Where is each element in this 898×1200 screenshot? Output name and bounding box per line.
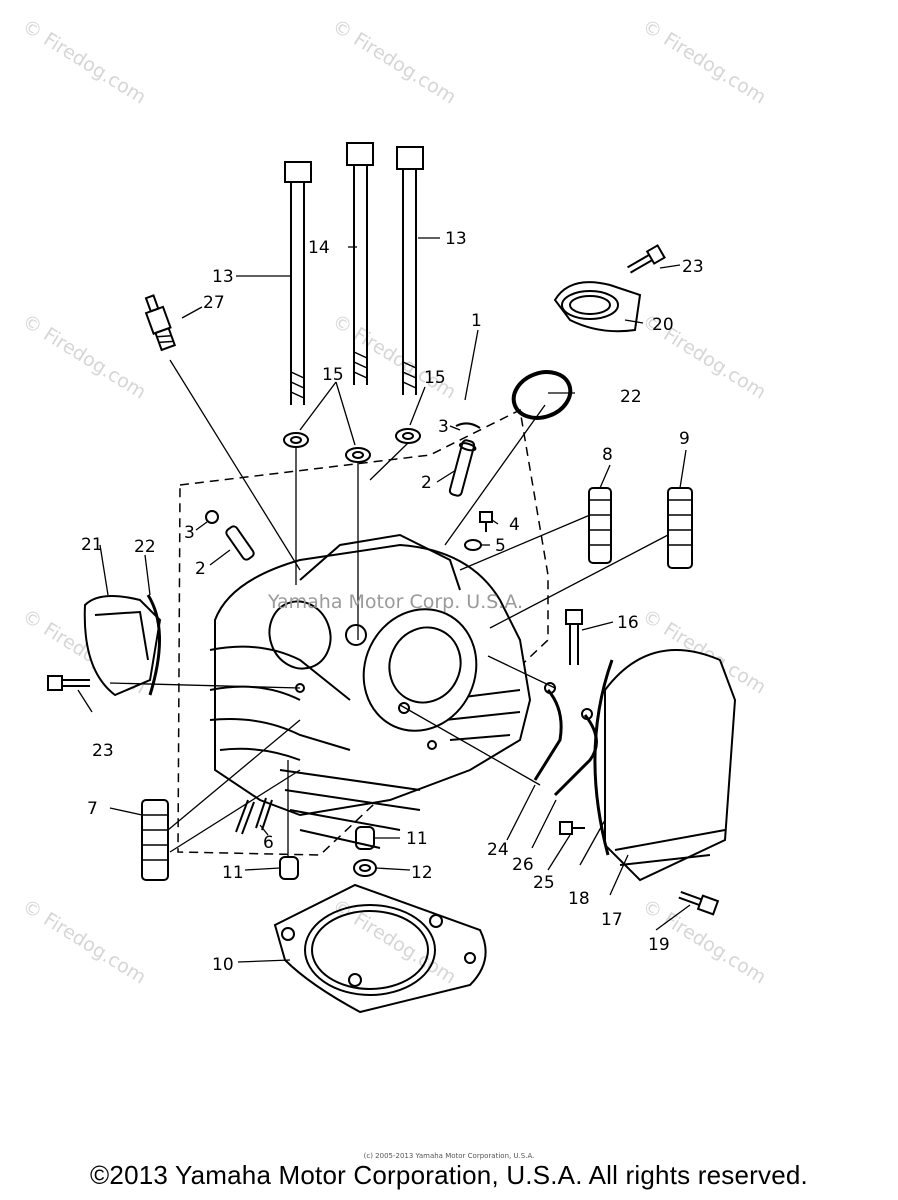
sleeve-9: [667, 487, 693, 569]
callout-15: 15: [424, 368, 446, 388]
callout-10: 10: [212, 955, 234, 975]
callout-25: 25: [533, 873, 555, 893]
callout-16: 16: [617, 613, 639, 633]
diagram-watermark: Yamaha Motor Corp. U.S.A.: [267, 591, 523, 613]
valve-guide-2-left: [225, 525, 255, 561]
head-bolt-13-left: [284, 161, 312, 405]
callout-27: 27: [203, 293, 225, 313]
head-bolt-13-right: [396, 146, 424, 395]
valve-guide-2-right: [448, 439, 477, 497]
o-ring-12: [353, 859, 377, 877]
callout-11: 11: [406, 829, 428, 849]
clip-3-right: [455, 422, 481, 429]
gasket-18: [593, 659, 614, 856]
callout-19: 19: [648, 935, 670, 955]
bolt-23-top: [627, 244, 666, 274]
washer-5: [464, 539, 482, 551]
intake-cover-20: [553, 281, 642, 333]
callout-22: 22: [620, 387, 642, 407]
callout-2: 2: [421, 473, 432, 493]
copyright-notice: ©2013 Yamaha Motor Corporation, U.S.A. A…: [90, 1160, 808, 1190]
callout-labels: 1 2 2 3 3 4 5 6 7 8 9 10 11 11 12 13 13 …: [81, 229, 704, 975]
callout-5: 5: [495, 536, 506, 556]
callout-18: 18: [568, 889, 590, 909]
studs-6: [235, 797, 273, 835]
bolt-19: [678, 890, 720, 916]
callout-21: 21: [81, 535, 103, 555]
bolt-23-left: [47, 675, 90, 691]
head-cover-17: [604, 649, 737, 882]
sleeve-8: [588, 487, 612, 564]
callout-9: 9: [679, 429, 690, 449]
washer-15-left: [283, 432, 309, 448]
bolt-16: [565, 609, 583, 665]
dowel-11-left: [279, 856, 299, 880]
callout-6: 6: [263, 833, 274, 853]
callout-23: 23: [682, 257, 704, 277]
callout-24: 24: [487, 840, 509, 860]
callout-8: 8: [602, 445, 613, 465]
o-ring-22-top: [511, 370, 573, 420]
callout-2: 2: [195, 559, 206, 579]
callout-4: 4: [509, 515, 520, 535]
callout-15: 15: [322, 365, 344, 385]
spark-plug-27: [144, 294, 177, 352]
callout-12: 12: [411, 863, 433, 883]
oil-pipe-24: [533, 689, 563, 781]
callout-1: 1: [471, 311, 482, 331]
washer-15-right: [395, 428, 421, 444]
bolt-4: [479, 511, 493, 532]
bolt-25: [559, 821, 585, 835]
washer-15-center: [345, 447, 371, 463]
callout-22: 22: [134, 537, 156, 557]
head-gasket-10: [273, 883, 487, 1014]
cylinder-head-1: [209, 533, 532, 849]
sleeve-7: [141, 799, 169, 881]
callout-3: 3: [184, 523, 195, 543]
callout-11: 11: [222, 863, 244, 883]
head-bolt-14: [346, 142, 374, 385]
small-copyright: (c) 2005-2013 Yamaha Motor Corporation, …: [363, 1152, 535, 1160]
callout-7: 7: [87, 799, 98, 819]
callout-20: 20: [652, 315, 674, 335]
callout-14: 14: [308, 238, 330, 258]
callout-13: 13: [212, 267, 234, 287]
gasket-22-left: [146, 594, 162, 696]
cover-21: [83, 595, 162, 697]
clip-3-left: [205, 510, 219, 524]
callout-17: 17: [601, 910, 623, 930]
callout-3: 3: [438, 417, 449, 437]
callout-23: 23: [92, 741, 114, 761]
callout-26: 26: [512, 855, 534, 875]
callout-13: 13: [445, 229, 467, 249]
